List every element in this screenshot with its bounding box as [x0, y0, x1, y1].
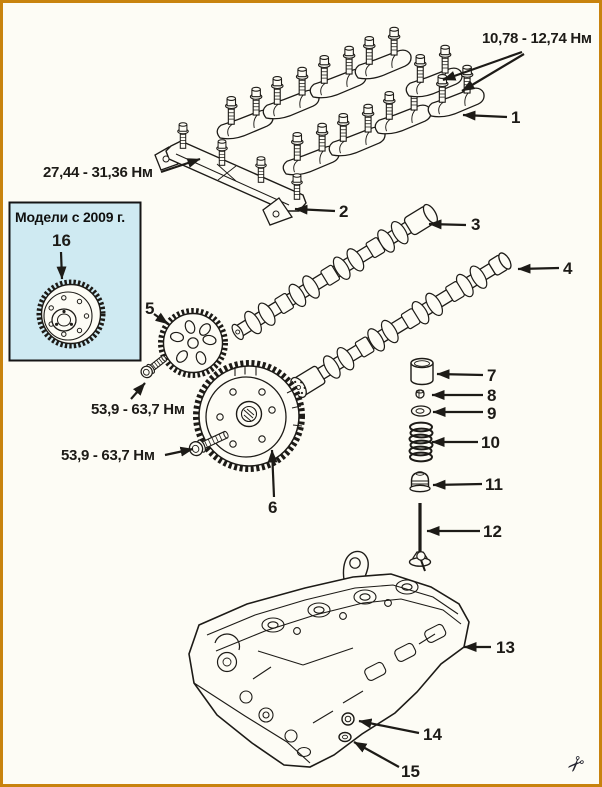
callout-10: 10	[481, 433, 500, 452]
sprocket-bolt	[140, 355, 167, 379]
tappet	[410, 357, 434, 386]
cylinder-head	[188, 550, 470, 768]
inset-box	[8, 201, 142, 362]
inset-gear	[36, 279, 106, 349]
callout-6: 6	[268, 498, 278, 517]
leader-arrows	[56, 50, 560, 768]
callout-15: 15	[401, 762, 420, 781]
valve-keeper	[415, 389, 425, 399]
callout-11: 11	[485, 475, 503, 494]
callout-9: 9	[487, 404, 497, 423]
callout-3: 3	[471, 215, 481, 234]
callout-12: 12	[483, 522, 502, 541]
callout-16: 16	[52, 231, 71, 250]
valve-spring	[408, 421, 434, 463]
inset-title: Модели с 2009 г.	[15, 209, 125, 225]
torque-label-bearing-caps: 10,78 - 12,74 Нм	[482, 30, 592, 47]
head-fitting	[341, 712, 355, 726]
callout-8: 8	[487, 386, 497, 405]
torque-label-front-cap: 27,44 - 31,36 Нм	[43, 164, 153, 181]
torque-label-actuator-bolt: 53,9 - 63,7 Нм	[61, 447, 155, 464]
callout-4: 4	[563, 259, 573, 278]
bearing-caps-group	[217, 27, 484, 174]
torque-label-sprocket-bolt: 53,9 - 63,7 Нм	[91, 401, 185, 418]
callout-13: 13	[496, 638, 515, 657]
callout-7: 7	[487, 366, 497, 385]
valve-stem-seal	[409, 471, 431, 493]
cvvt-gear	[193, 360, 305, 472]
spring-retainer	[410, 405, 432, 417]
callout-5: 5	[145, 299, 155, 318]
exhaust-camshaft	[290, 252, 512, 398]
camshaft-sprocket	[158, 308, 228, 378]
callout-1: 1	[511, 108, 521, 127]
intake-camshaft	[231, 203, 438, 341]
callout-2: 2	[339, 202, 349, 221]
head-plug	[338, 731, 352, 743]
callout-14: 14	[423, 725, 442, 744]
diagram-art	[8, 3, 560, 768]
